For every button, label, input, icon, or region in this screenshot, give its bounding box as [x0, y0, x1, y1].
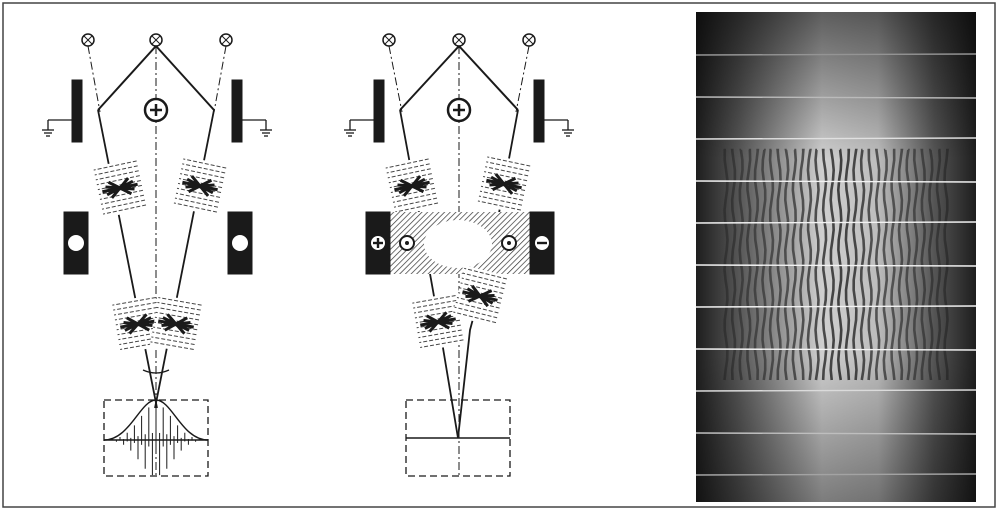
- fringe-photograph: [696, 12, 976, 502]
- field-core: [424, 220, 492, 268]
- deflector-plate: [72, 80, 82, 142]
- wave-packet: [150, 295, 202, 354]
- dot-circle-icon: [68, 235, 84, 251]
- deflector-plate: [534, 80, 544, 142]
- dot-circle-icon: [232, 235, 248, 251]
- plus-circle-icon: [448, 99, 470, 121]
- plus-circle-icon: [145, 99, 167, 121]
- deflector-plate: [374, 80, 384, 142]
- plus-square-icon: [371, 236, 385, 250]
- minus-square-icon: [535, 236, 549, 250]
- deflector-plate: [232, 80, 242, 142]
